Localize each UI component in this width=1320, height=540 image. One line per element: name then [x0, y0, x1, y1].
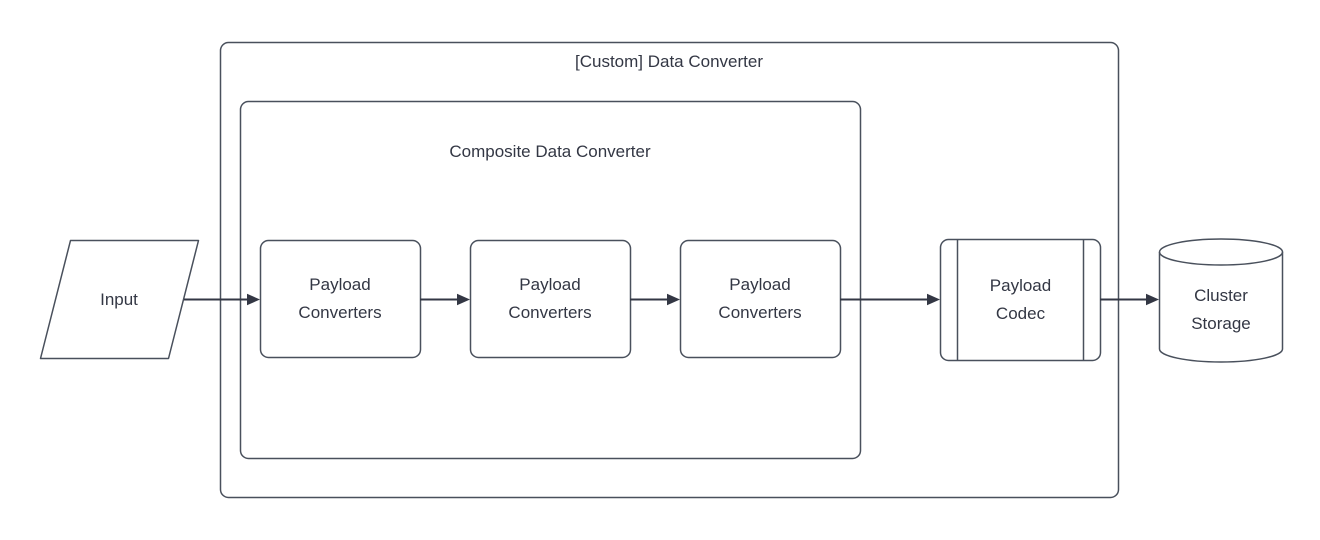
- payload-converters-3-shape: [679, 239, 842, 359]
- input-node-shape: [39, 239, 200, 360]
- outer-container-title: [Custom] Data Converter: [574, 52, 763, 71]
- composite-container-title: Composite Data Converter: [449, 142, 651, 161]
- payload-codec-shape: [939, 238, 1102, 362]
- payload-converters-1-shape: [259, 239, 422, 359]
- cluster-storage-body: [1158, 252, 1284, 363]
- edge-pc3-to-codec: [840, 293, 940, 306]
- edge-codec-to-storage: [1100, 293, 1159, 306]
- cluster-storage-top: [1158, 238, 1284, 266]
- edge-pc1-to-pc2: [420, 293, 470, 306]
- payload-converters-2-shape: [469, 239, 632, 359]
- edge-pc2-to-pc3: [630, 293, 680, 306]
- edge-input-to-pc1: [184, 293, 260, 306]
- outer-container-box: [219, 41, 1120, 499]
- composite-container-box: [239, 100, 862, 460]
